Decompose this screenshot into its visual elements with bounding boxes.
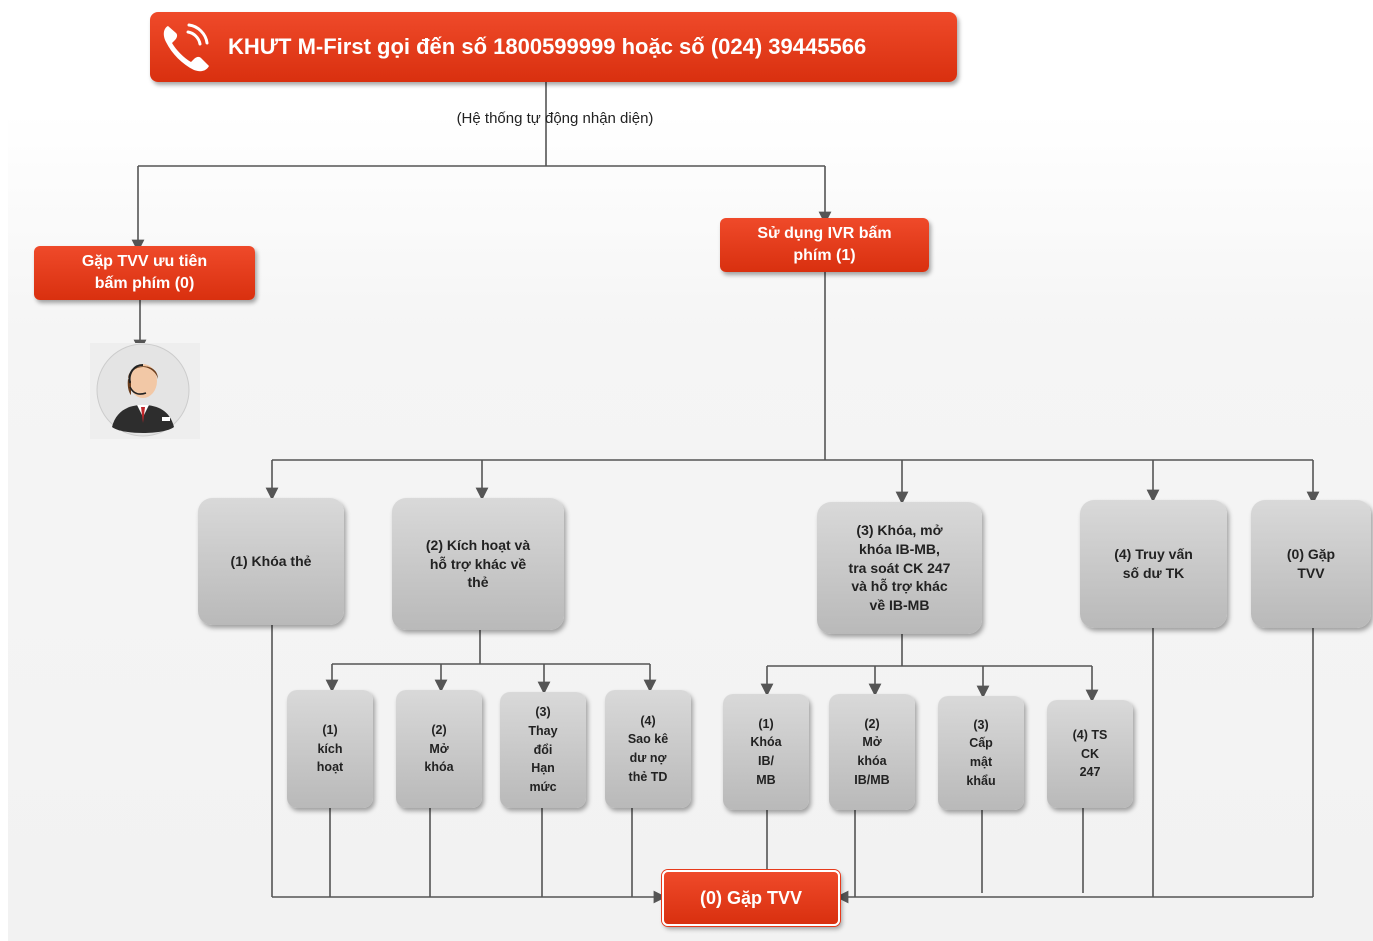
agent-illustration xyxy=(96,343,190,437)
hotline-title: KHƯT M-First gọi đến số 1800599999 hoặc … xyxy=(228,34,867,59)
ivr-box: Sử dụng IVR bấm phím (1) xyxy=(720,218,929,272)
card-sub-activate: (1) kích hoạt xyxy=(287,690,373,808)
ib-sub-ck247: (4) TS CK 247 xyxy=(1047,700,1133,808)
priority-agent-box: Gặp TVV ưu tiên bấm phím (0) xyxy=(34,246,255,300)
card-sub-unlock: (2) Mở khóa xyxy=(396,690,482,808)
card-sub-statement: (4) Sao kê dư nợ thẻ TD xyxy=(605,690,691,808)
ib-sub-unlock: (2) Mở khóa IB/MB xyxy=(829,694,915,810)
ib-sub-password: (3) Cấp mật khẩu xyxy=(938,696,1024,810)
auto-recognition-note: (Hệ thống tự động nhận diện) xyxy=(456,110,654,127)
ib-sub-lock: (1) Khóa IB/ MB xyxy=(723,694,809,810)
menu-card-activate-support: (2) Kích hoạt và hỗ trợ khác về thẻ xyxy=(392,498,564,630)
menu-card-lock: (1) Khóa thẻ xyxy=(198,498,344,625)
menu-meet-agent: (0) Gặp TVV xyxy=(1251,500,1371,628)
phone-icon xyxy=(163,23,209,72)
card-sub-change-limit: (3) Thay đổi Hạn mức xyxy=(500,692,586,808)
menu-ib-mb-support: (3) Khóa, mở khóa IB-MB, tra soát CK 247… xyxy=(817,502,982,634)
call-center-agent-icon xyxy=(90,343,200,439)
menu-balance-inquiry: (4) Truy vấn số dư TK xyxy=(1080,500,1227,628)
hotline-header: KHƯT M-First gọi đến số 1800599999 hoặc … xyxy=(150,12,957,82)
final-meet-agent: (0) Gặp TVV xyxy=(662,870,840,926)
